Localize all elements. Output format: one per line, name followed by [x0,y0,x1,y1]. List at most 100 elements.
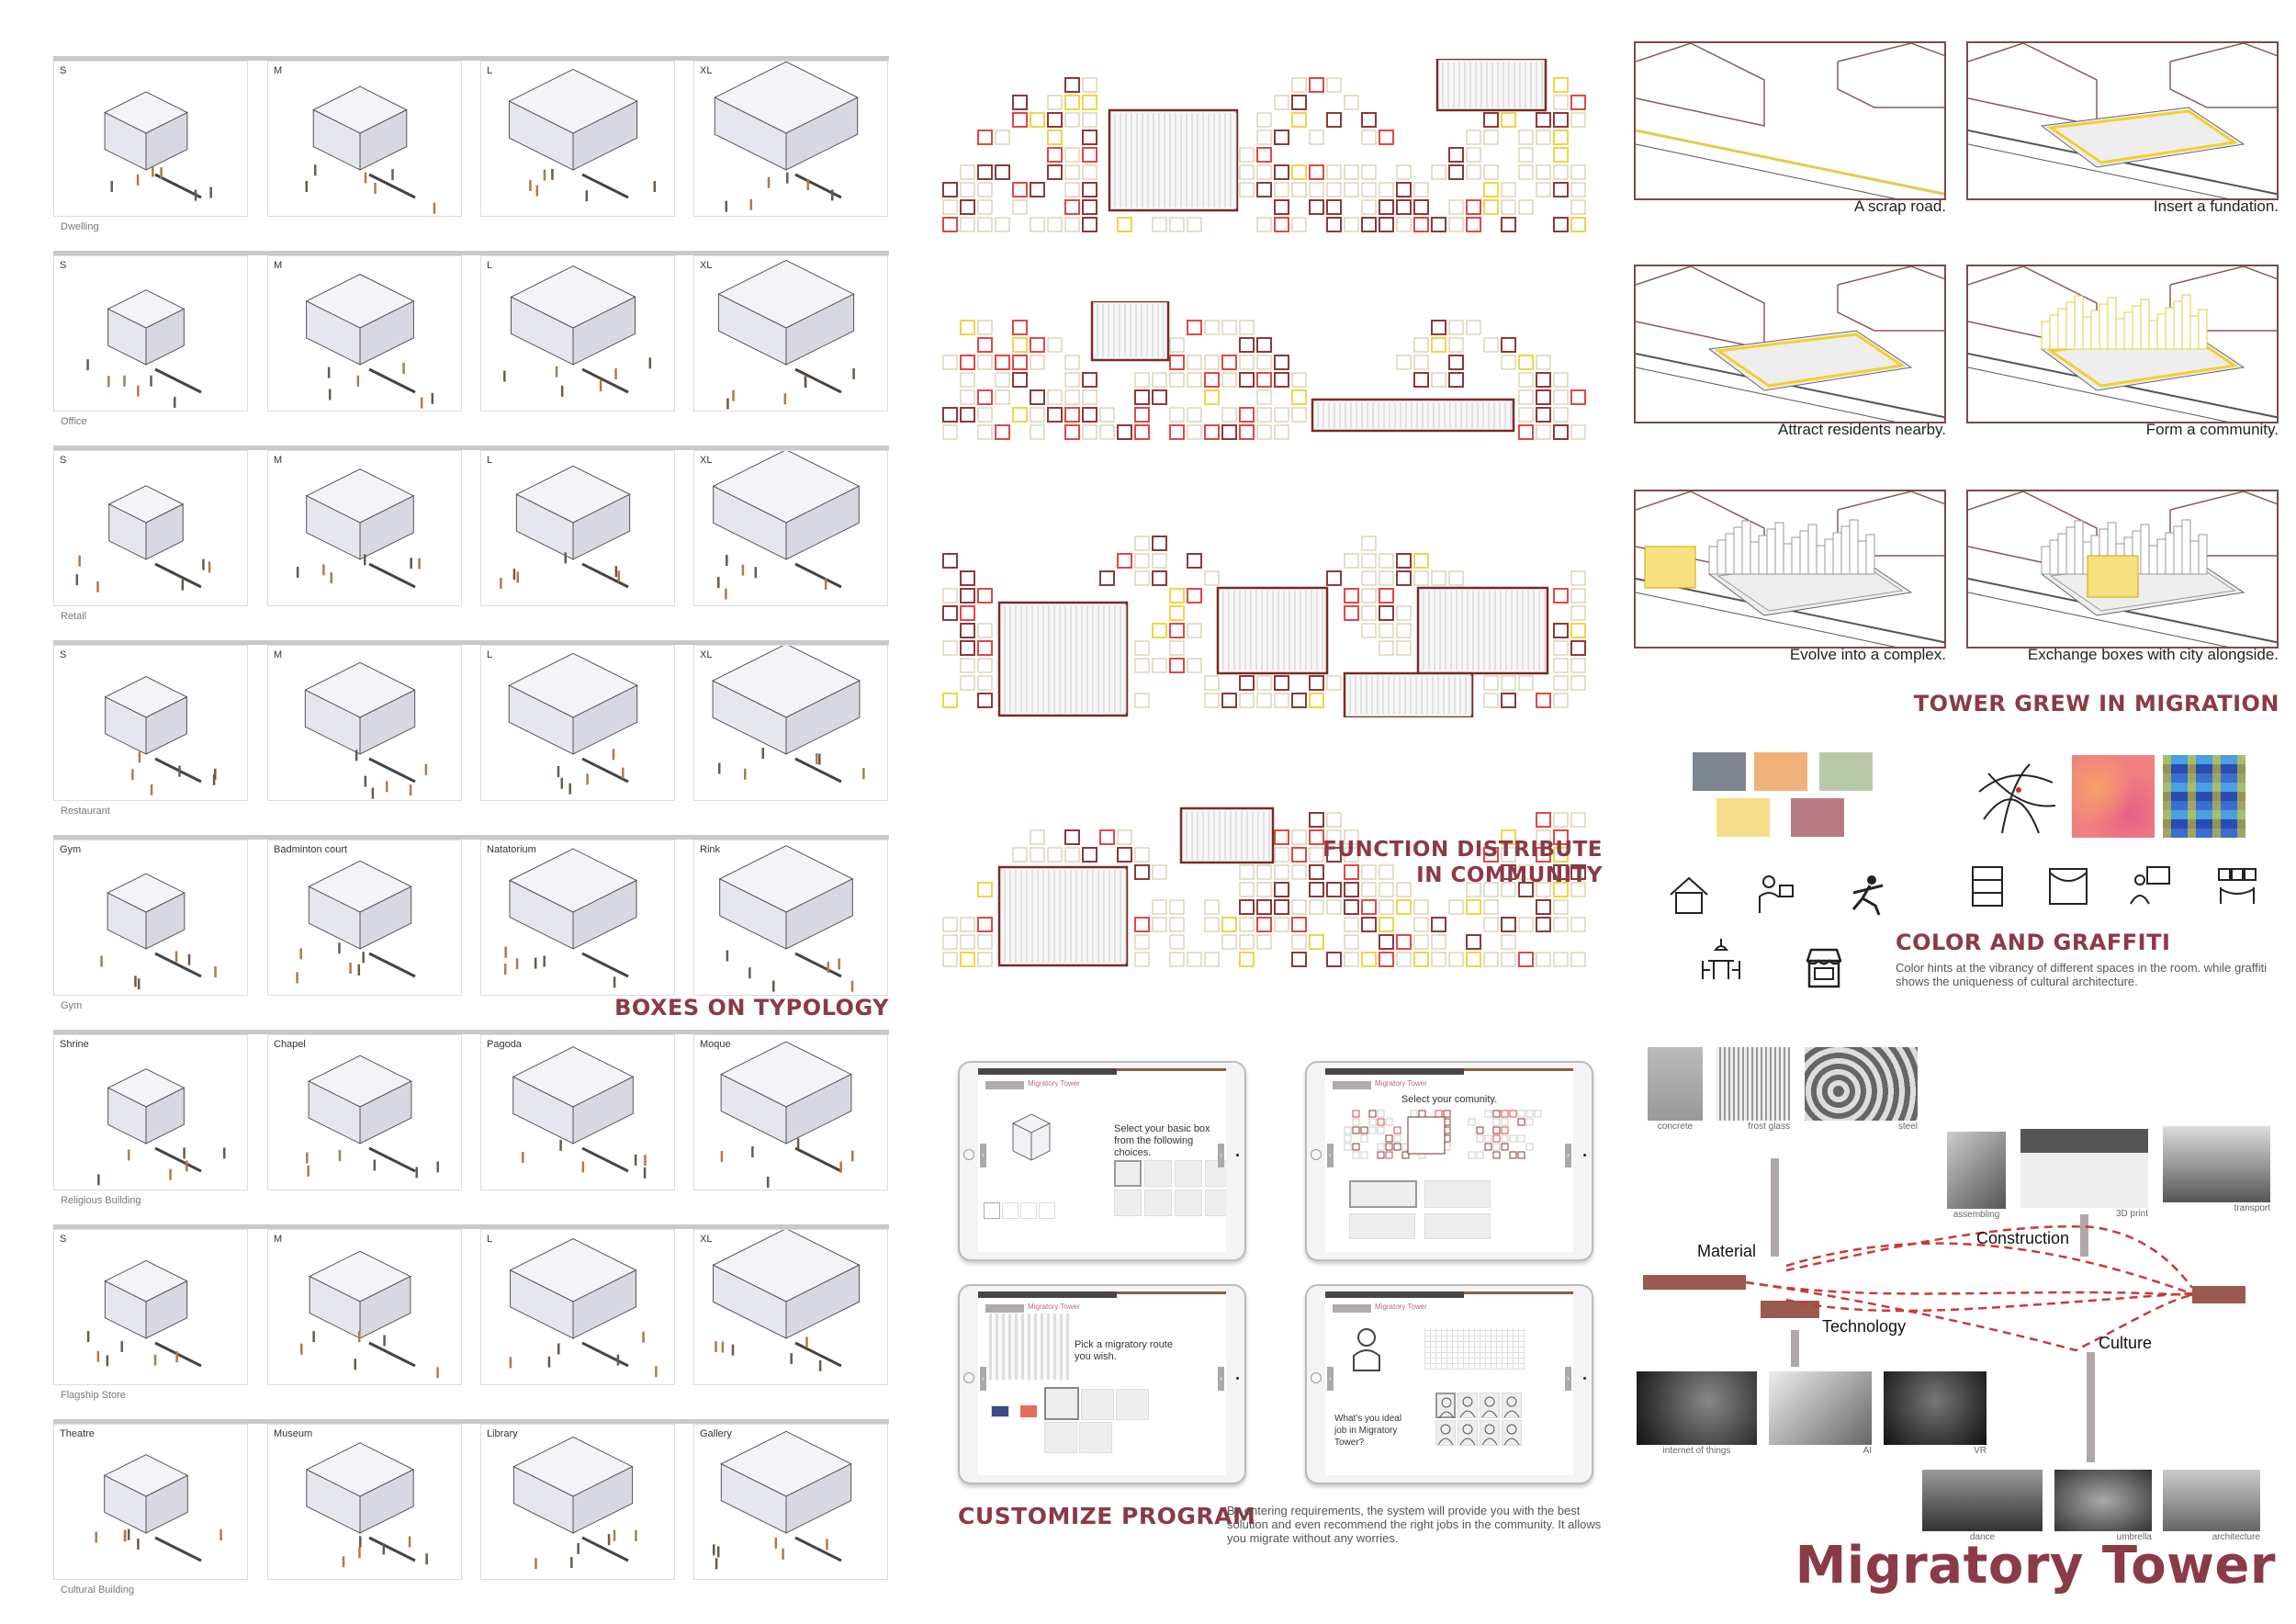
community-option-4[interactable] [1424,1213,1491,1239]
typology-box-card[interactable]: L [480,1229,675,1385]
grid-cell [1291,77,1307,93]
grid-cell [1517,1118,1525,1126]
grid-cell [1525,1143,1534,1151]
typology-box-card[interactable]: Badminton court [267,840,462,996]
box-size-label: Theatre [60,1428,95,1439]
grid-cell [1082,389,1097,405]
grid-cell [1064,164,1080,180]
typology-box-card[interactable]: XL [693,450,888,606]
box-option-1[interactable] [1114,1160,1142,1187]
grid-cell [1431,164,1446,180]
grid-cell [1492,1118,1501,1126]
community-option-2[interactable] [1424,1180,1491,1208]
prev-button[interactable]: ‹ [980,1367,986,1391]
typology-box-card[interactable]: XL [693,645,888,801]
typology-box-card[interactable]: M [267,61,462,217]
size-option-3[interactable] [1020,1202,1037,1219]
job-option-6[interactable] [1458,1420,1478,1446]
typology-box-card[interactable]: M [267,255,462,412]
next-button[interactable]: › [1218,1144,1224,1167]
route-option-3[interactable] [1116,1389,1149,1420]
box-option-7[interactable] [1175,1190,1202,1216]
typology-box-card[interactable]: S [53,450,248,606]
typology-box-card[interactable]: L [480,61,675,217]
typology-box-card[interactable]: M [267,645,462,801]
job-option-4[interactable] [1502,1393,1522,1418]
typology-box-card[interactable]: Rink [693,840,888,996]
construction-photo [2020,1129,2148,1208]
isometric-box-drawing [503,848,638,988]
grid-cell [1344,605,1359,621]
box-option-2[interactable] [1144,1160,1172,1187]
typology-box-card[interactable]: M [267,450,462,606]
grid-cell [1309,77,1324,93]
typology-box-card[interactable]: S [53,255,248,412]
job-option-8[interactable] [1502,1420,1522,1446]
typology-box-card[interactable]: Gym [53,840,248,996]
typology-box-card[interactable]: S [53,1229,248,1385]
prev-button[interactable]: ‹ [1327,1144,1334,1167]
job-option-5[interactable] [1435,1420,1456,1446]
community-option-1[interactable] [1349,1180,1417,1208]
grid-cell [1064,355,1080,370]
typology-box-card[interactable]: Museum [267,1424,462,1580]
typology-box-card[interactable]: Gallery [693,1424,888,1580]
job-option-3[interactable] [1480,1393,1500,1418]
box-option-6[interactable] [1144,1190,1172,1216]
typology-box-card[interactable]: XL [693,61,888,217]
typology-box-card[interactable]: M [267,1229,462,1385]
typology-box-card[interactable]: L [480,450,675,606]
typology-box-card[interactable]: XL [693,1229,888,1385]
box-option-8[interactable] [1205,1190,1226,1216]
box-option-5[interactable] [1114,1190,1142,1216]
grid-cell [1570,112,1586,128]
typology-box-card[interactable]: Pagoda [480,1034,675,1190]
typology-box-card[interactable]: S [53,645,248,801]
grid-cell [942,640,958,656]
grid-cell [1466,217,1481,232]
grid-cell [1152,899,1167,915]
typology-box-card[interactable]: Theatre [53,1424,248,1580]
isometric-box-drawing [305,1442,428,1568]
construction-label: Construction [1976,1229,2070,1247]
grid-cell [1431,320,1446,335]
typology-box-card[interactable]: S [53,61,248,217]
grid-cell [1553,182,1569,197]
grid-cell [1396,164,1412,180]
typology-box-card[interactable]: L [480,255,675,412]
library-icon [1965,863,2009,912]
route-option-5[interactable] [1079,1422,1112,1453]
size-option-4[interactable] [1039,1202,1055,1219]
prev-button[interactable]: ‹ [980,1144,986,1167]
typology-box-card[interactable]: Natatorium [480,840,675,996]
job-option-7[interactable] [1480,1420,1500,1446]
typology-box-card[interactable]: Shrine [53,1034,248,1190]
typology-box-card[interactable]: L [480,645,675,801]
next-button[interactable]: › [1565,1144,1571,1167]
route-option-1[interactable] [1044,1387,1079,1420]
grid-cell [1256,693,1272,708]
route-option-2[interactable] [1081,1389,1114,1420]
community-option-3[interactable] [1349,1213,1415,1239]
grid-cell [1012,847,1028,863]
grid-cell [1239,934,1255,950]
typology-box-card[interactable]: Library [480,1424,675,1580]
size-option-1[interactable] [984,1202,1000,1219]
grid-cell [1536,182,1551,197]
isometric-box-drawing [717,259,855,410]
job-option-2[interactable] [1458,1393,1478,1418]
route-option-4[interactable] [1044,1422,1077,1453]
typology-box-card[interactable]: Chapel [267,1034,462,1190]
size-option-2[interactable] [1002,1202,1019,1219]
grid-cell [1418,1110,1426,1118]
community-grid-2 [942,301,1586,440]
next-button[interactable]: › [1565,1367,1571,1391]
prev-button[interactable]: ‹ [1327,1367,1334,1391]
typology-box-card[interactable]: Moque [693,1034,888,1190]
box-option-3[interactable] [1175,1160,1202,1187]
typology-box-card[interactable]: XL [693,255,888,412]
job-option-1[interactable] [1435,1393,1456,1419]
next-button[interactable]: › [1218,1367,1224,1391]
grid-cell [1396,640,1412,656]
tablet-box-select: Migratory Tower Select your basic box fr… [958,1061,1246,1261]
